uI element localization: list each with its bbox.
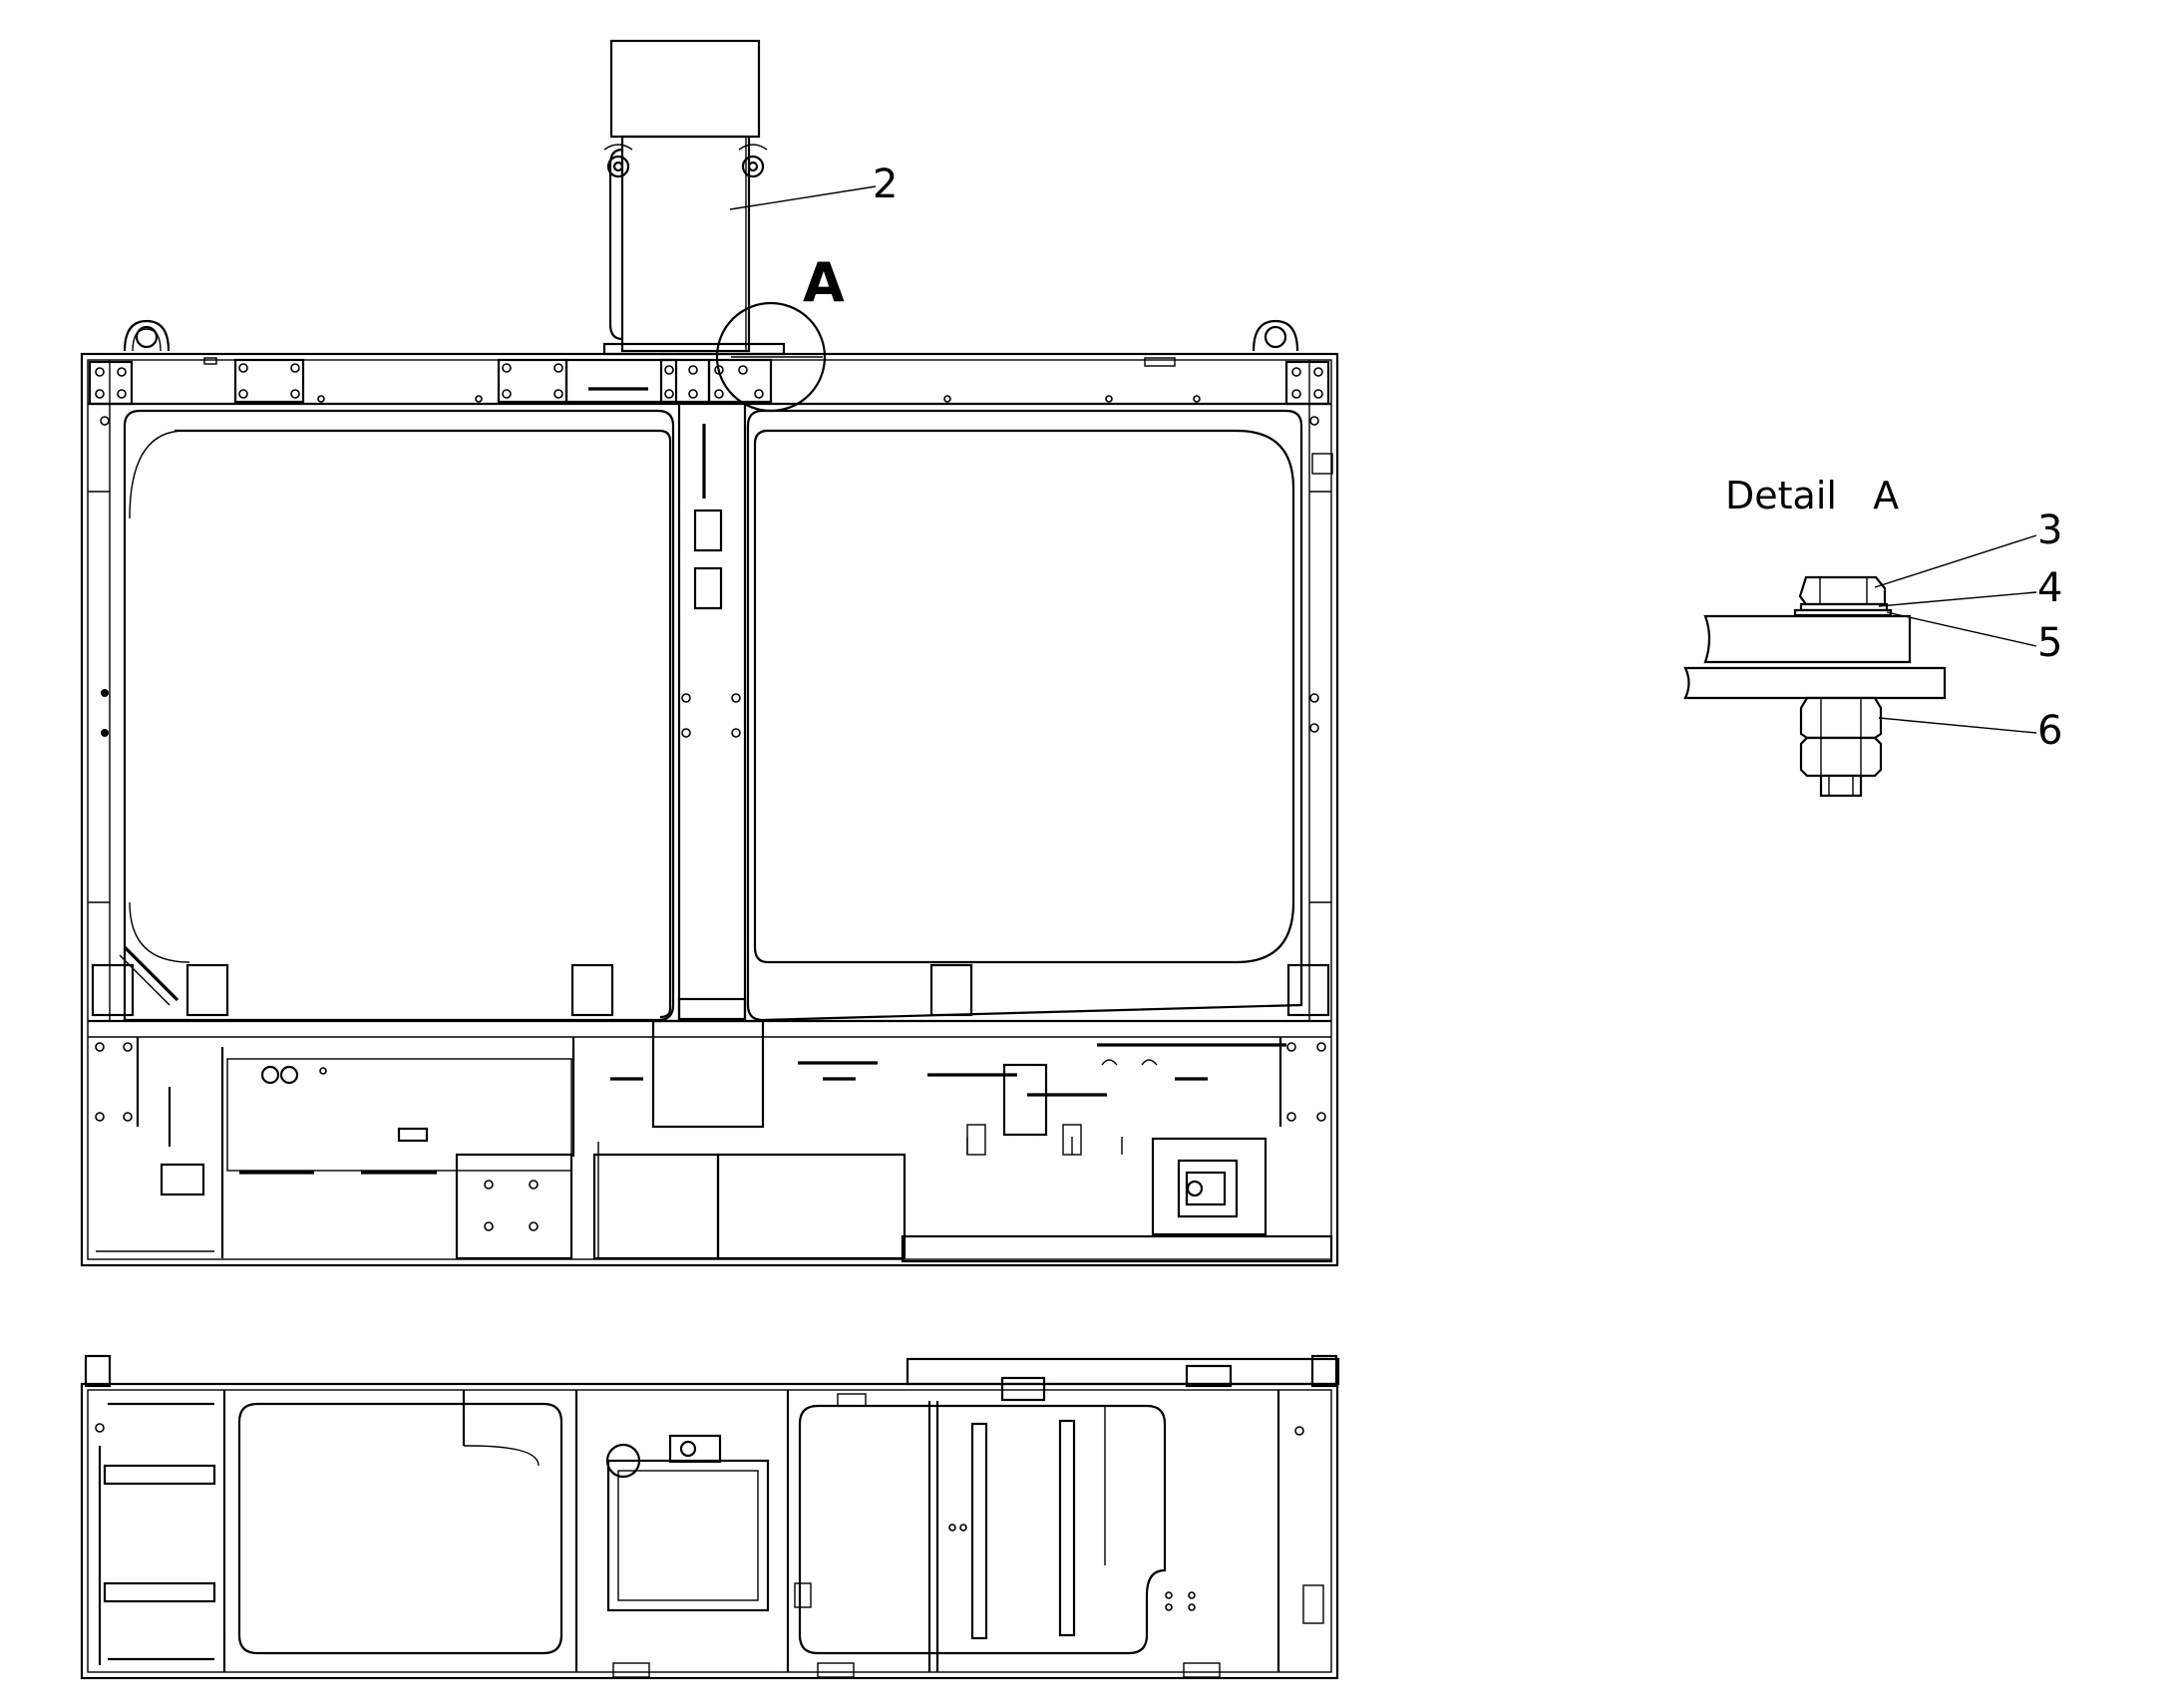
bolt-thread-end <box>1819 774 1863 798</box>
callout-item-5: 5 <box>2037 620 2062 666</box>
lifting-eye-left <box>123 319 171 352</box>
detail-a-title: Detail A <box>1725 474 1899 517</box>
callout-item-2: 2 <box>873 162 898 207</box>
bottom-view-frame <box>80 1354 1340 1680</box>
top-view-frame <box>80 39 1339 1267</box>
hex-nut-upper <box>1799 696 1883 740</box>
mount-plates-top <box>88 357 1330 406</box>
callout-item-3: 3 <box>2037 508 2062 553</box>
callout-item-6: 6 <box>2037 708 2062 754</box>
exhaust-duct <box>602 39 786 356</box>
lifting-eye-right <box>1252 319 1299 352</box>
hex-nut-lower <box>1799 736 1883 778</box>
flat-washer <box>1793 608 1893 617</box>
bolt-holes <box>95 363 1323 738</box>
view-marker-a: A <box>803 251 845 314</box>
mount-plates-bottom <box>91 945 1330 1021</box>
bolt-head <box>1798 575 1887 606</box>
detail-a-view <box>1683 534 2037 798</box>
callout-item-4: 4 <box>2037 565 2062 611</box>
detail-a-marker-circle <box>715 301 827 413</box>
